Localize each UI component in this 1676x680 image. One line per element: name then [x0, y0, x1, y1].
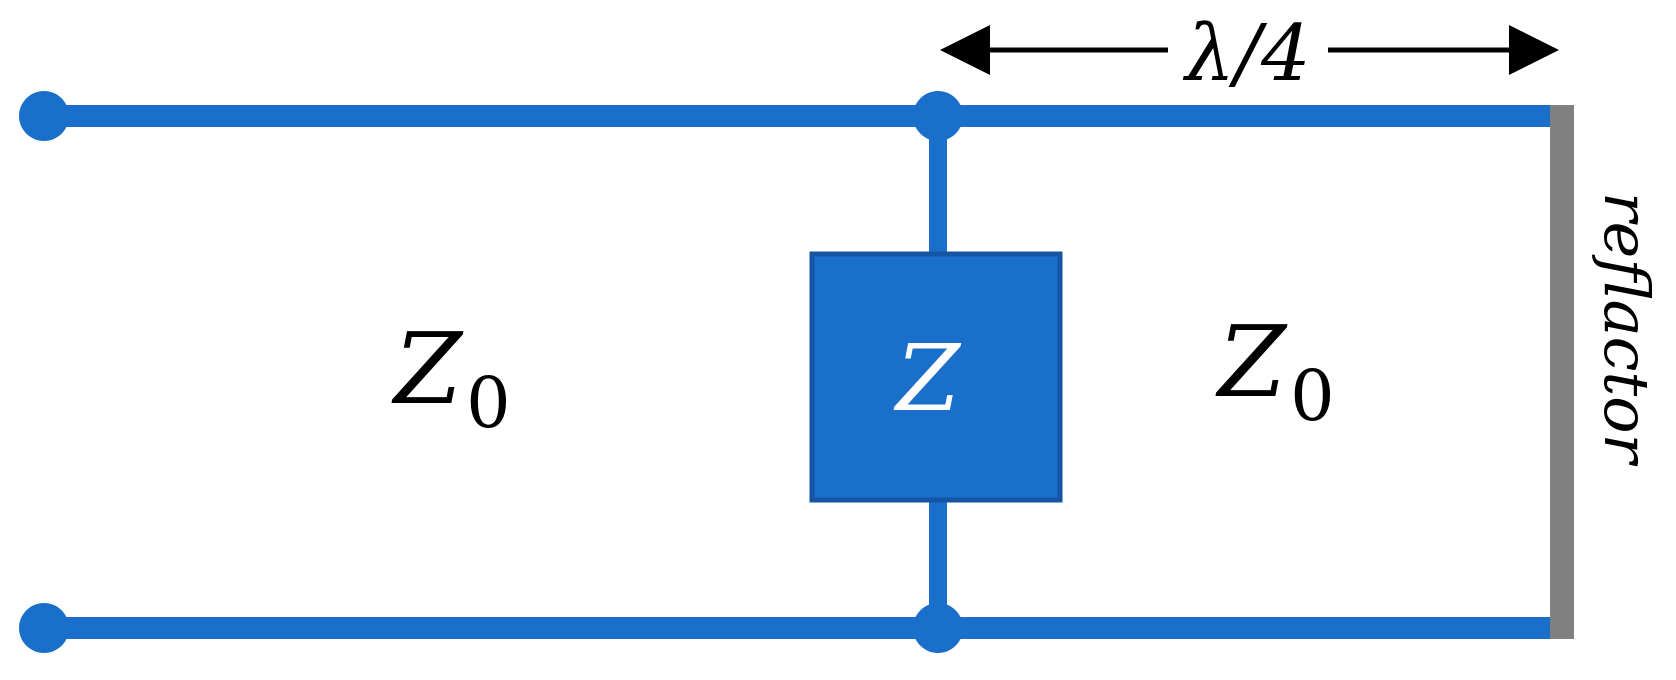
- bottom-input-terminal: [19, 603, 69, 653]
- top-junction-dot: [913, 91, 963, 141]
- left-impedance-subscript: 0: [466, 362, 511, 444]
- shunt-impedance-box: [809, 251, 1063, 503]
- left-impedance-label: Z0: [391, 313, 511, 444]
- right-impedance-label: Z0: [1215, 306, 1335, 437]
- left-impedance-base: Z: [391, 313, 464, 427]
- shunt-impedance-label: Z: [893, 325, 962, 432]
- bottom-junction-dot: [913, 603, 963, 653]
- top-input-terminal: [19, 91, 69, 141]
- reflector-bar: [1550, 105, 1574, 639]
- right-impedance-base: Z: [1215, 306, 1288, 420]
- reflector-label: reflactor: [1590, 192, 1663, 467]
- right-impedance-subscript: 0: [1290, 355, 1335, 437]
- length-label: λ/4: [1182, 9, 1310, 99]
